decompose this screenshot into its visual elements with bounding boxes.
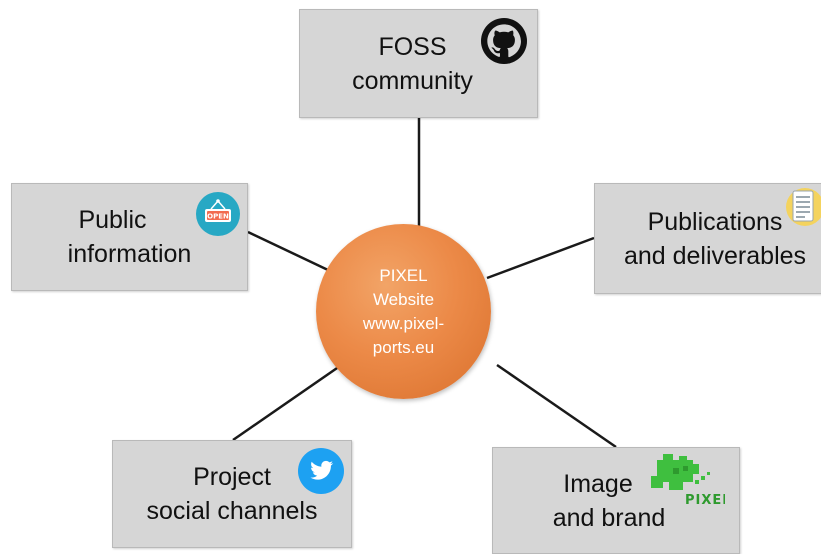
- node-foss-line-1: FOSS: [378, 32, 447, 61]
- node-public-line-1: Public: [78, 206, 147, 234]
- center-website-node: PIXEL Website www.pixel- ports.eu: [316, 224, 491, 399]
- node-image-line-1: Image: [563, 469, 633, 498]
- node-social-line-1: Project: [193, 463, 271, 491]
- node-public-line-2: information: [67, 240, 192, 268]
- center-line-4: ports.eu: [372, 337, 435, 357]
- pixel-logo-text: PIXEL: [685, 493, 725, 508]
- open-sign-icon: OPEN: [196, 192, 240, 236]
- node-foss-line-2: community: [352, 66, 473, 95]
- connector-image: [496, 363, 617, 449]
- connector-public: [247, 230, 329, 272]
- node-publications-deliverables: Publications and deliverables: [594, 183, 821, 294]
- twitter-icon: [298, 448, 344, 494]
- document-list-icon: [786, 188, 821, 226]
- center-line-2: Website: [372, 289, 435, 309]
- center-line-3: www.pixel-: [362, 313, 445, 333]
- pixel-logo-icon: PIXEL: [651, 454, 725, 508]
- node-image-line-2: and brand: [552, 503, 666, 532]
- connector-social: [232, 364, 341, 442]
- node-social-line-2: social channels: [146, 497, 318, 525]
- node-publications-line-1: Publications: [647, 207, 783, 236]
- node-publications-line-2: and deliverables: [623, 241, 807, 270]
- github-icon: [481, 18, 527, 64]
- node-image-brand: Image and brand PIXEL: [492, 447, 740, 554]
- node-public-information: Public information OPEN: [11, 183, 248, 291]
- svg-text:OPEN: OPEN: [207, 213, 229, 221]
- node-foss-community: FOSS community: [299, 9, 538, 118]
- center-line-1: PIXEL: [379, 265, 428, 285]
- node-project-social-channels: Project social channels: [112, 440, 352, 548]
- connector-publications: [486, 236, 595, 280]
